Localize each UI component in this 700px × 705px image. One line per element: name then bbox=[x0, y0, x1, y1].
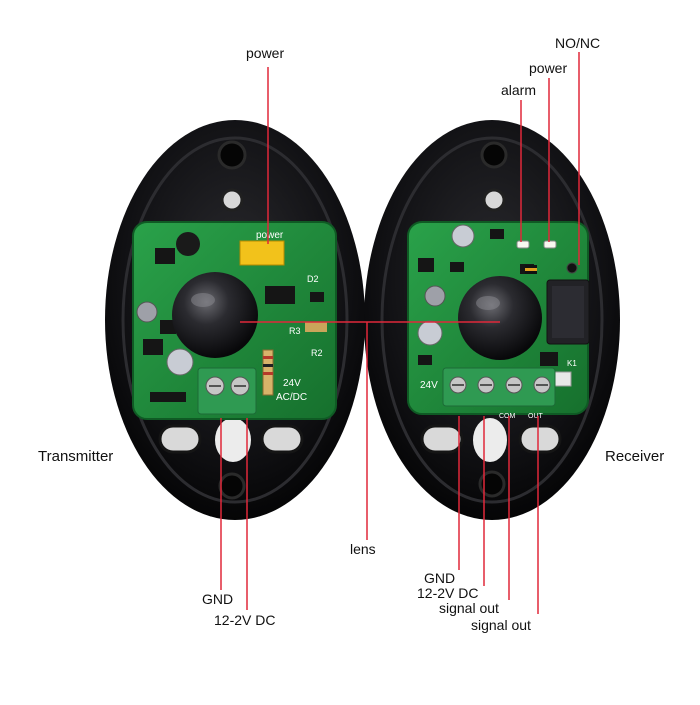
transmitter-slot-left bbox=[160, 426, 200, 452]
tx-pcb-acdc-text: AC/DC bbox=[276, 392, 307, 403]
receiver-unit: 24V K1 COM OUT bbox=[364, 120, 620, 520]
tx-pcb-r3-text: R3 bbox=[289, 326, 301, 336]
transmitter-top-screw-hole bbox=[219, 142, 245, 168]
label-signal-out-2: signal out bbox=[471, 617, 531, 633]
receiver-lens bbox=[458, 276, 542, 360]
transmitter-slot-right bbox=[262, 426, 302, 452]
receiver-slot-right bbox=[520, 426, 560, 452]
label-transmitter: Transmitter bbox=[38, 449, 113, 465]
label-alarm: alarm bbox=[501, 82, 536, 98]
transmitter-terminal-block bbox=[198, 368, 256, 414]
label-power-receiver: power bbox=[529, 60, 567, 76]
label-dc-transmitter: 12-2V DC bbox=[214, 612, 275, 628]
transmitter-top-mount-hole bbox=[222, 190, 242, 210]
label-no-nc: NO/NC bbox=[555, 35, 600, 51]
label-gnd-receiver: GND bbox=[424, 570, 455, 586]
receiver-slot-left bbox=[422, 426, 462, 452]
rx-pcb-com-text: COM bbox=[499, 413, 516, 420]
receiver-top-mount-hole bbox=[484, 190, 504, 210]
tx-pcb-power-text: power bbox=[256, 230, 284, 241]
receiver-top-screw-hole bbox=[482, 143, 506, 167]
rx-pcb-out-text: OUT bbox=[528, 413, 544, 420]
label-signal-out-1: signal out bbox=[439, 600, 499, 616]
transmitter-lens bbox=[172, 272, 258, 358]
label-dc-receiver: 12-2V DC bbox=[417, 585, 478, 601]
tx-pcb-voltage-text: 24V bbox=[283, 378, 301, 389]
tx-pcb-d2-text: D2 bbox=[307, 274, 319, 284]
receiver-terminal-block bbox=[443, 368, 555, 406]
label-receiver: Receiver bbox=[605, 449, 664, 465]
transmitter-bottom-screw-hole bbox=[220, 474, 244, 498]
label-power-transmitter: power bbox=[246, 45, 284, 61]
rx-pcb-k1-text: K1 bbox=[567, 359, 577, 368]
label-gnd-transmitter: GND bbox=[202, 591, 233, 607]
transmitter-unit: power D2 R3 R2 24V AC/DC bbox=[105, 120, 365, 520]
tx-pcb-r2-text: R2 bbox=[311, 348, 323, 358]
receiver-cable-hole bbox=[473, 418, 507, 462]
rx-pcb-voltage-text: 24V bbox=[420, 380, 438, 391]
label-lens: lens bbox=[350, 541, 376, 557]
